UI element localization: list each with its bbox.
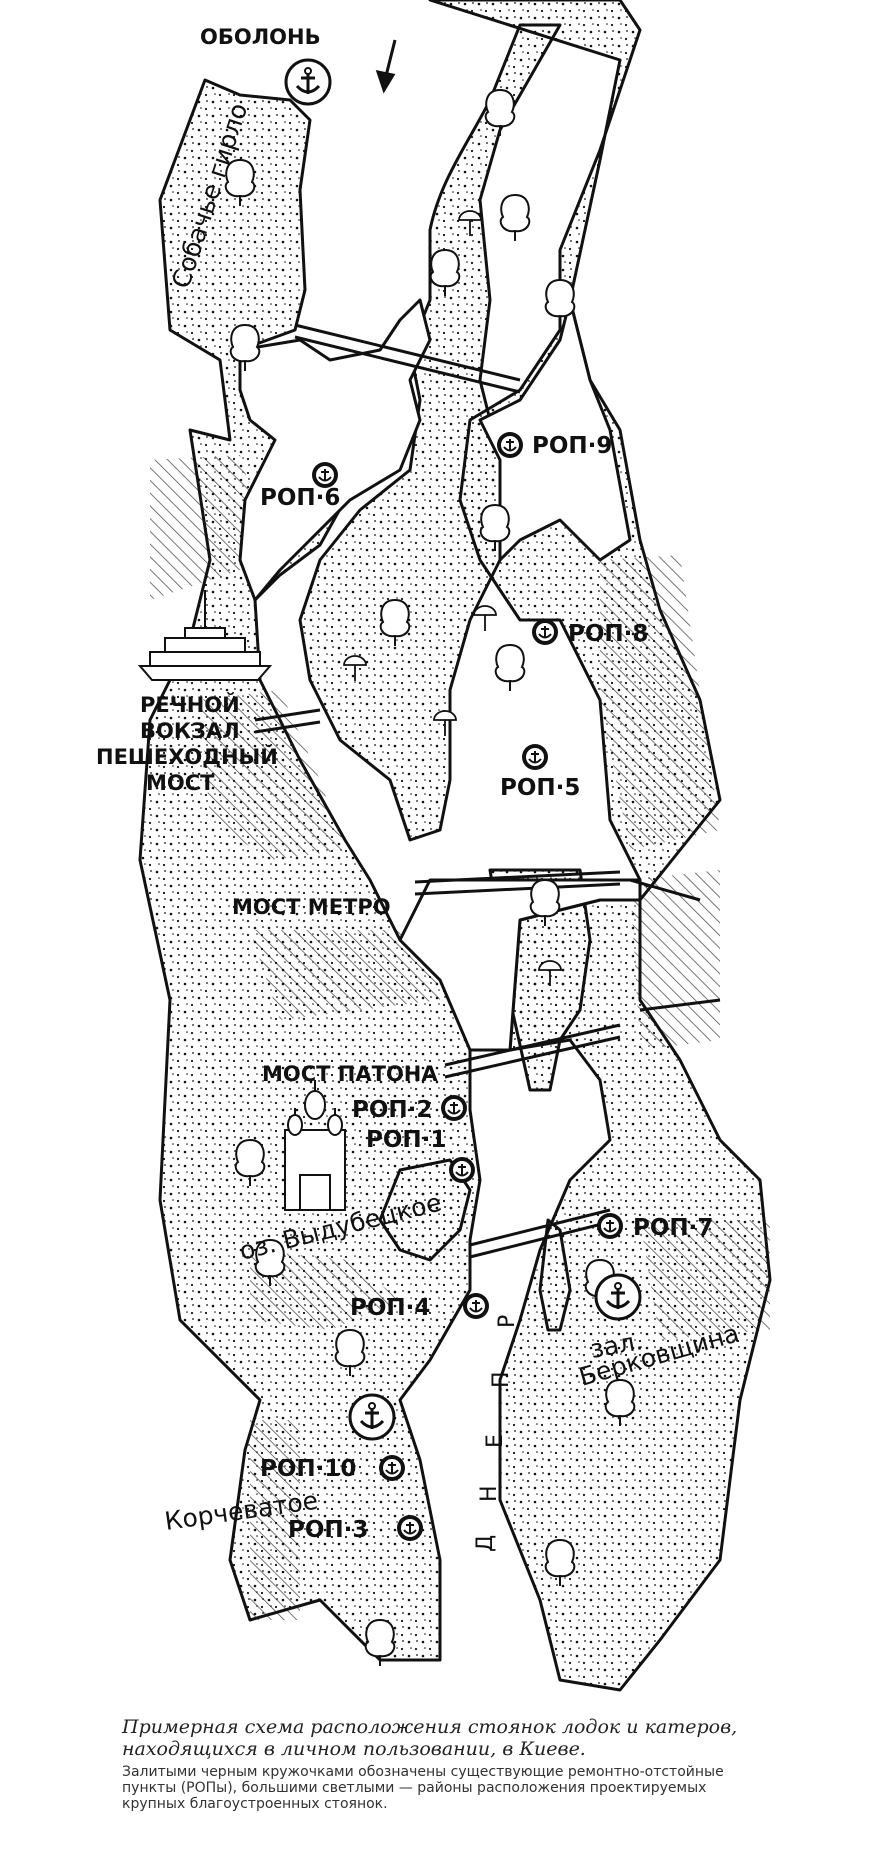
label-rop2: РОП·2	[352, 1097, 432, 1123]
tree-icon	[499, 194, 531, 242]
label-rop6: РОП·6	[260, 485, 340, 511]
label-rop3: РОП·3	[288, 1517, 368, 1543]
label-most: МОСТ	[146, 771, 215, 795]
anchor-icon-rop3	[396, 1514, 424, 1542]
map-caption: Примерная схема расположения стоянок лод…	[122, 1716, 762, 1812]
anchor-icon-rop2	[440, 1094, 468, 1122]
label-river-letter: П	[489, 1371, 514, 1388]
label-rop8: РОП·8	[568, 621, 648, 647]
river-station-icon	[137, 590, 273, 681]
anchor-icon-korchevatoe	[348, 1393, 396, 1441]
label-rop9: РОП·9	[532, 433, 612, 459]
flow-arrow-icon	[375, 39, 397, 94]
label-rop10: РОП·10	[260, 1456, 356, 1482]
land-trukhanov-island	[298, 23, 562, 842]
label-river-letter: Е	[483, 1434, 508, 1448]
anchor-icon-rop5	[521, 743, 549, 771]
bridge-moskovsky-b	[294, 335, 521, 394]
label-obolon: ОБОЛОНЬ	[200, 25, 321, 49]
monastery-icon	[284, 1080, 346, 1211]
caption-note: Залитыми черным кружочками обозначены су…	[122, 1764, 724, 1812]
water-river-lower	[398, 878, 642, 1052]
bridge-moskovsky	[294, 323, 521, 382]
anchor-icon-rop1	[448, 1156, 476, 1184]
label-rop1: РОП·1	[366, 1127, 446, 1153]
anchor-icon-rop10	[378, 1454, 406, 1482]
bridge-metro	[414, 870, 621, 884]
label-rop7: РОП·7	[633, 1215, 713, 1241]
bridge-south-b	[469, 1220, 611, 1259]
bridge-pedestrian	[254, 708, 321, 722]
label-most-patona: МОСТ ПАТОНА	[262, 1062, 438, 1086]
label-rop5: РОП·5	[500, 775, 580, 801]
label-peshekhodny: ПЕШЕХОДНЫЙ	[96, 744, 278, 769]
bridge-south	[469, 1208, 611, 1247]
water-channel-west	[238, 298, 432, 602]
anchor-icon-rop7	[596, 1212, 624, 1240]
urban-area-right-middle	[630, 870, 720, 1050]
bridge-paton-b	[444, 1035, 621, 1079]
label-rop4: РОП·4	[350, 1295, 430, 1321]
label-rechnoy: РЕЧНОЙ	[140, 692, 240, 717]
bridge-paton	[444, 1023, 621, 1067]
label-river-letter: Н	[477, 1485, 502, 1502]
label-river-letter: Д	[473, 1535, 498, 1552]
bridge-metro-b	[414, 882, 621, 896]
land-narrow-spit	[538, 1218, 572, 1332]
anchor-icon-obolon	[284, 58, 332, 106]
bridges	[254, 323, 721, 1259]
road-east-2	[639, 998, 721, 1012]
road-east-1	[629, 878, 701, 902]
anchor-icon-rop9	[496, 431, 524, 459]
anchor-icon-berkovshchina	[594, 1273, 642, 1321]
anchor-icon-rop8	[531, 618, 559, 646]
label-most-metro: МОСТ МЕТРО	[232, 895, 391, 919]
label-vokzal: ВОКЗАЛ	[140, 719, 240, 743]
water-areas	[238, 298, 642, 1052]
label-river-letter: Р	[495, 1315, 520, 1328]
beach-umbrella-icon	[473, 605, 497, 632]
water-channel-east	[478, 298, 632, 562]
anchor-icon-rop4	[462, 1292, 490, 1320]
tree-icon	[494, 644, 526, 692]
caption-title: Примерная схема расположения стоянок лод…	[122, 1716, 738, 1760]
bridge-pedestrian-b	[254, 720, 321, 734]
